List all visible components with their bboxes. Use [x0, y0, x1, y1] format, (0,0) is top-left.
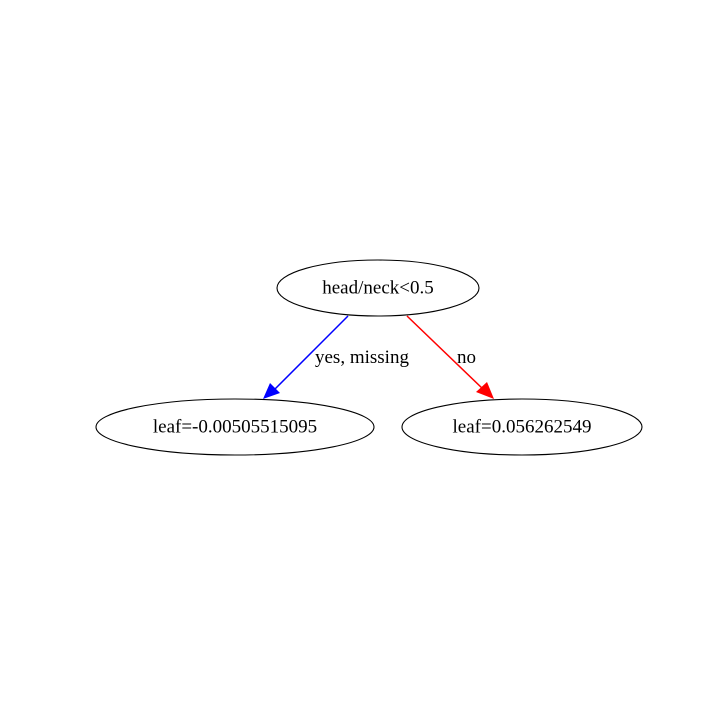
edge-no-label: no — [457, 347, 476, 368]
edge-yes-missing: yes, missing — [263, 315, 409, 399]
root-node-ellipse — [276, 259, 480, 317]
edge-yes-line — [273, 315, 349, 391]
edge-no-line — [406, 315, 485, 391]
leaf-node-right-ellipse — [401, 398, 643, 456]
root-node: head/neck<0.5 — [276, 259, 480, 317]
root-node-label: head/neck<0.5 — [322, 278, 433, 299]
leaf-node-left-ellipse — [95, 398, 375, 456]
edge-no: no — [406, 315, 494, 399]
edge-yes-label: yes, missing — [315, 347, 409, 368]
edge-yes-arrowhead — [263, 383, 280, 399]
leaf-node-left: leaf=-0.00505515095 — [95, 398, 375, 456]
edge-no-arrowhead — [476, 382, 494, 399]
leaf-node-right: leaf=0.056262549 — [401, 398, 643, 456]
leaf-node-left-label: leaf=-0.00505515095 — [153, 417, 317, 438]
leaf-node-right-label: leaf=0.056262549 — [453, 417, 592, 438]
